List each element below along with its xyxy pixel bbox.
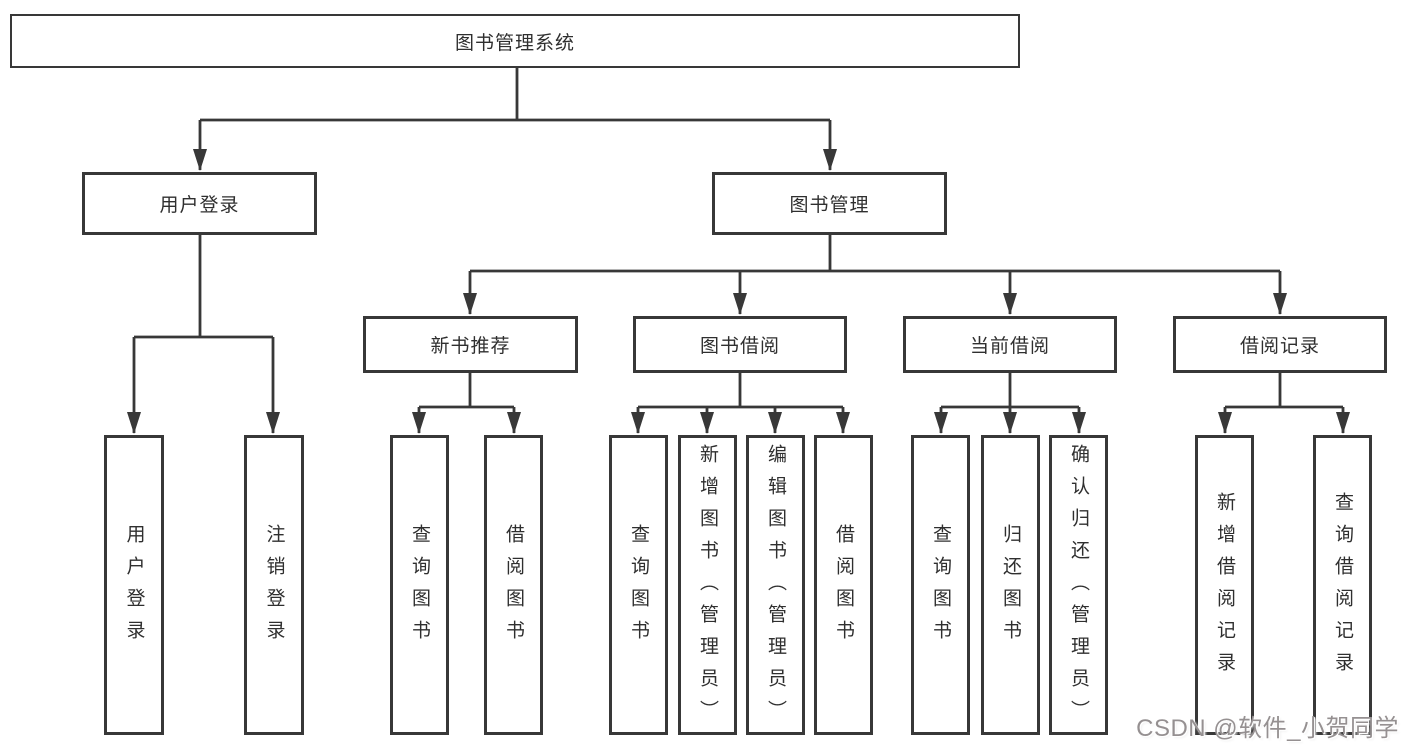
leaf-cb-query-book-label: 查询图书: [930, 524, 951, 652]
node-borrow-records-label: 借阅记录: [1239, 336, 1320, 357]
node-root: 图书管理系统: [10, 14, 1020, 68]
node-borrow-records: 借阅记录: [1173, 316, 1387, 373]
node-new-book-recommend-label: 新书推荐: [430, 336, 511, 357]
leaf-br-query-record: 查询借阅记录: [1313, 435, 1372, 735]
leaf-cb-confirm-return-admin: 确认归还（管理员）: [1049, 435, 1108, 735]
leaf-user-login: 用户登录: [104, 435, 164, 735]
leaf-bb-edit-book-admin-label: 编辑图书（管理员）: [765, 444, 786, 732]
leaf-logout: 注销登录: [244, 435, 304, 735]
leaf-bb-borrow-book-label: 借阅图书: [833, 524, 854, 652]
leaf-cb-return-book: 归还图书: [981, 435, 1040, 735]
node-user-login: 用户登录: [82, 172, 317, 235]
leaf-cb-query-book: 查询图书: [911, 435, 970, 735]
node-new-book-recommend: 新书推荐: [363, 316, 578, 373]
node-book-borrow-label: 图书借阅: [699, 336, 780, 357]
leaf-bb-edit-book-admin: 编辑图书（管理员）: [746, 435, 805, 735]
leaf-bb-add-book-admin: 新增图书（管理员）: [678, 435, 737, 735]
leaf-br-add-record: 新增借阅记录: [1195, 435, 1254, 735]
node-current-borrow: 当前借阅: [903, 316, 1117, 373]
leaf-bb-add-book-admin-label: 新增图书（管理员）: [697, 444, 718, 732]
node-root-label: 图书管理系统: [454, 32, 575, 54]
leaf-bb-borrow-book: 借阅图书: [814, 435, 873, 735]
leaf-bb-query-book-label: 查询图书: [628, 524, 649, 652]
leaf-nb-borrow-book-label: 借阅图书: [503, 524, 524, 652]
node-book-management: 图书管理: [712, 172, 947, 235]
leaf-nb-borrow-book: 借阅图书: [484, 435, 543, 735]
leaf-br-query-record-label: 查询借阅记录: [1332, 492, 1353, 684]
leaf-nb-query-book-label: 查询图书: [409, 524, 430, 652]
node-user-login-label: 用户登录: [159, 195, 240, 216]
leaf-cb-return-book-label: 归还图书: [1000, 524, 1021, 652]
leaf-cb-confirm-return-admin-label: 确认归还（管理员）: [1068, 444, 1089, 732]
leaf-bb-query-book: 查询图书: [609, 435, 668, 735]
node-book-borrow: 图书借阅: [633, 316, 847, 373]
node-current-borrow-label: 当前借阅: [969, 336, 1050, 357]
leaf-br-add-record-label: 新增借阅记录: [1214, 492, 1235, 684]
watermark: CSDN @软件_小贺同学: [1136, 715, 1399, 742]
leaf-user-login-label: 用户登录: [123, 524, 145, 652]
leaf-nb-query-book: 查询图书: [390, 435, 449, 735]
node-book-management-label: 图书管理: [789, 195, 870, 216]
leaf-logout-label: 注销登录: [263, 524, 285, 652]
